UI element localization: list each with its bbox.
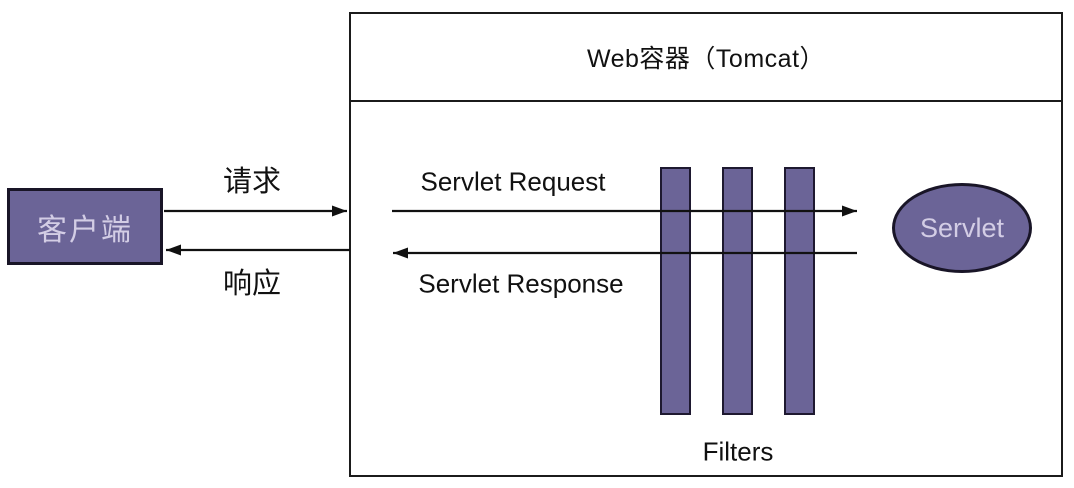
filter-bar-2 — [722, 167, 753, 415]
servlet-label: Servlet — [919, 212, 1005, 243]
servlet-request-label: Servlet Request — [420, 166, 606, 197]
container-title-band: Web容器（Tomcat） — [351, 14, 1061, 102]
servlet-ellipse: Servlet — [892, 183, 1032, 273]
servlet-response-label: Servlet Response — [418, 268, 624, 299]
client-box: 客户端 — [7, 188, 163, 265]
response-label: 响应 — [222, 268, 282, 300]
container-title: Web容器（Tomcat） — [586, 45, 826, 73]
filter-bar-3 — [784, 167, 815, 415]
filter-bar-1 — [660, 167, 691, 415]
client-label: 客户端 — [37, 213, 133, 247]
request-label: 请求 — [222, 166, 282, 198]
filters-label: Filters — [702, 436, 774, 467]
